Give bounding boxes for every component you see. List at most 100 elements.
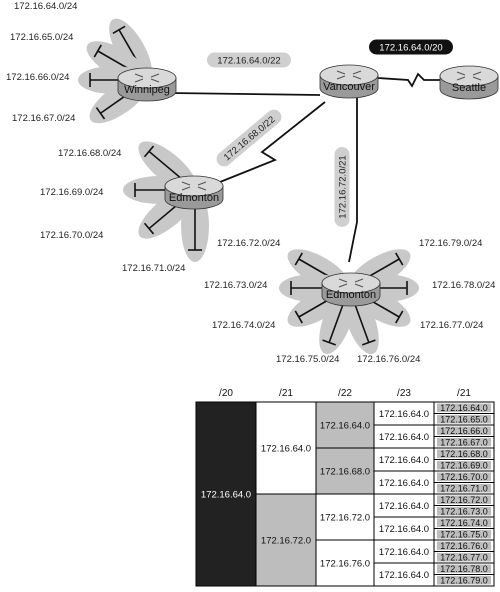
- cell-20-box: [195, 401, 257, 587]
- edmonton2-net-label: 172.16.73.0/24: [204, 280, 267, 291]
- router-vancouver: Vancouver: [319, 64, 379, 99]
- cell-24-highlight: [437, 495, 491, 504]
- link-label-vancouver-seattle-pill: [369, 39, 453, 55]
- cell-24-text: 172.16.73.0: [440, 506, 488, 516]
- router-winnipeg-label: Winnipeg: [124, 84, 170, 96]
- lan-terminator: [395, 252, 404, 266]
- link-label-vancouver-seattle: 172.16.64.0/20: [369, 39, 453, 55]
- router-icon-arrows: [181, 181, 207, 191]
- cell-22-text: 172.16.68.0: [320, 467, 370, 478]
- router-seattle-label: Seattle: [452, 82, 486, 94]
- cell-20-text: 172.16.64.0: [201, 490, 251, 501]
- edmonton1-net-label: 172.16.71.0/24: [122, 263, 185, 274]
- link-edmonton1-vancouver: [219, 101, 326, 183]
- lan-terminator: [361, 339, 376, 346]
- router-vancouver-label: Vancouver: [323, 81, 375, 93]
- edmonton2-net-label: 172.16.77.0/24: [420, 320, 483, 331]
- lan-terminator: [395, 310, 404, 324]
- router-seattle: Seattle: [439, 65, 499, 100]
- router-winnipeg: Winnipeg: [117, 67, 177, 102]
- table-header: /20: [219, 388, 233, 399]
- edmonton2-net-label: 172.16.78.0/24: [432, 280, 495, 291]
- cell-24-text: 172.16.67.0: [440, 437, 488, 447]
- link-label-edmonton2-vancouver: 172.16.72.0/21: [334, 147, 350, 227]
- router-top: [319, 64, 379, 86]
- wan-links: 172.16.64.0/22172.16.64.0/20172.16.68.0/…: [169, 39, 453, 263]
- lan-terminator: [95, 107, 106, 120]
- cell-22-text: 172.16.64.0: [320, 421, 370, 432]
- edmonton1-net-label: 172.16.69.0/24: [40, 187, 103, 198]
- lan-terminator: [93, 44, 102, 58]
- cell-24-highlight: [437, 530, 491, 539]
- edmonton1-net-label: 172.16.70.0/24: [40, 230, 103, 241]
- edmonton1-net-label: 172.16.68.0/24: [58, 148, 121, 159]
- cell-24-highlight: [437, 461, 491, 470]
- cell-24-highlight: [437, 449, 491, 458]
- link-label-winnipeg-vancouver: 172.16.64.0/22: [207, 52, 291, 68]
- cell-24-text: 172.16.68.0: [440, 449, 488, 459]
- router-edmonton-2: Edmonton: [321, 272, 381, 307]
- table-header: /23: [397, 388, 411, 399]
- router-icon-arrows: [336, 70, 362, 80]
- network-labels: 172.16.64.0/24172.16.65.0/24172.16.66.0/…: [6, 1, 495, 365]
- cell-24-text: 172.16.74.0: [440, 518, 488, 528]
- cell-21-box: [255, 493, 317, 587]
- cell-24-highlight: [437, 415, 491, 424]
- link-label-winnipeg-vancouver-text: 172.16.64.0/22: [217, 56, 280, 67]
- cell-21-text: 172.16.72.0: [261, 536, 311, 547]
- summary-table: /20/21/22/23/21172.16.64.0172.16.64.0172…: [195, 388, 495, 587]
- edmonton2-net-label: 172.16.76.0/24: [357, 354, 420, 365]
- cell-24-highlight: [437, 541, 491, 550]
- cell-24-highlight: [437, 518, 491, 527]
- table-header: /22: [338, 388, 352, 399]
- router-top: [439, 65, 499, 87]
- cell-24-highlight: [437, 553, 491, 562]
- lan-terminator: [112, 25, 126, 34]
- link-label-winnipeg-vancouver-pill: [207, 52, 291, 68]
- cell-23-text: 172.16.64.0: [379, 478, 429, 489]
- cell-24-highlight: [437, 403, 491, 412]
- cell-22-box: [315, 493, 375, 541]
- cell-23-text: 172.16.64.0: [379, 547, 429, 558]
- cell-24-text: 172.16.70.0: [440, 472, 488, 482]
- router-edmonton-2-label: Edmonton: [326, 289, 376, 301]
- cell-24-text: 172.16.77.0: [440, 552, 488, 562]
- edmonton2-net-label: 172.16.72.0/24: [217, 238, 280, 249]
- link-label-edmonton2-vancouver-text: 172.16.72.0/21: [338, 155, 349, 218]
- link-edmonton2-vancouver: [348, 98, 358, 263]
- table-header: /21: [457, 388, 471, 399]
- router-icon-arrows: [134, 73, 160, 83]
- cell-22-text: 172.16.76.0: [320, 559, 370, 570]
- table-header: /21: [279, 388, 293, 399]
- cell-24-highlight: [437, 472, 491, 481]
- router-icon-arrows: [338, 278, 364, 288]
- link-label-edmonton1-vancouver-pill: [216, 109, 282, 167]
- router-edmonton-1-label: Edmonton: [169, 192, 219, 204]
- cell-22-box: [315, 401, 375, 449]
- cell-23-text: 172.16.64.0: [379, 432, 429, 443]
- cell-24-highlight: [437, 484, 491, 493]
- cell-22-text: 172.16.72.0: [320, 513, 370, 524]
- cell-24-text: 172.16.69.0: [440, 460, 488, 470]
- router-top: [321, 272, 381, 294]
- router-top: [117, 67, 177, 89]
- link-winnipeg-vancouver: [169, 92, 321, 96]
- lan-terminator: [143, 222, 155, 235]
- edmonton2-net-label: 172.16.74.0/24: [212, 320, 275, 331]
- cell-24-text: 172.16.71.0: [440, 483, 488, 493]
- cell-24-text: 172.16.78.0: [440, 564, 488, 574]
- cell-24-text: 172.16.65.0: [440, 414, 488, 424]
- cell-21-text: 172.16.64.0: [261, 444, 311, 455]
- cell-21-box: [255, 401, 317, 495]
- link-vancouver-seattle: [377, 72, 440, 88]
- lan-terminator: [294, 310, 303, 324]
- cell-24-text: 172.16.79.0: [440, 575, 488, 585]
- router-edmonton-1: Edmonton: [164, 175, 224, 210]
- cell-23-text: 172.16.64.0: [379, 524, 429, 535]
- cell-24-highlight: [437, 426, 491, 435]
- link-label-vancouver-seattle-text: 172.16.64.0/20: [379, 43, 442, 54]
- cell-24-text: 172.16.64.0: [440, 403, 488, 413]
- edmonton2-net-label: 172.16.79.0/24: [419, 238, 482, 249]
